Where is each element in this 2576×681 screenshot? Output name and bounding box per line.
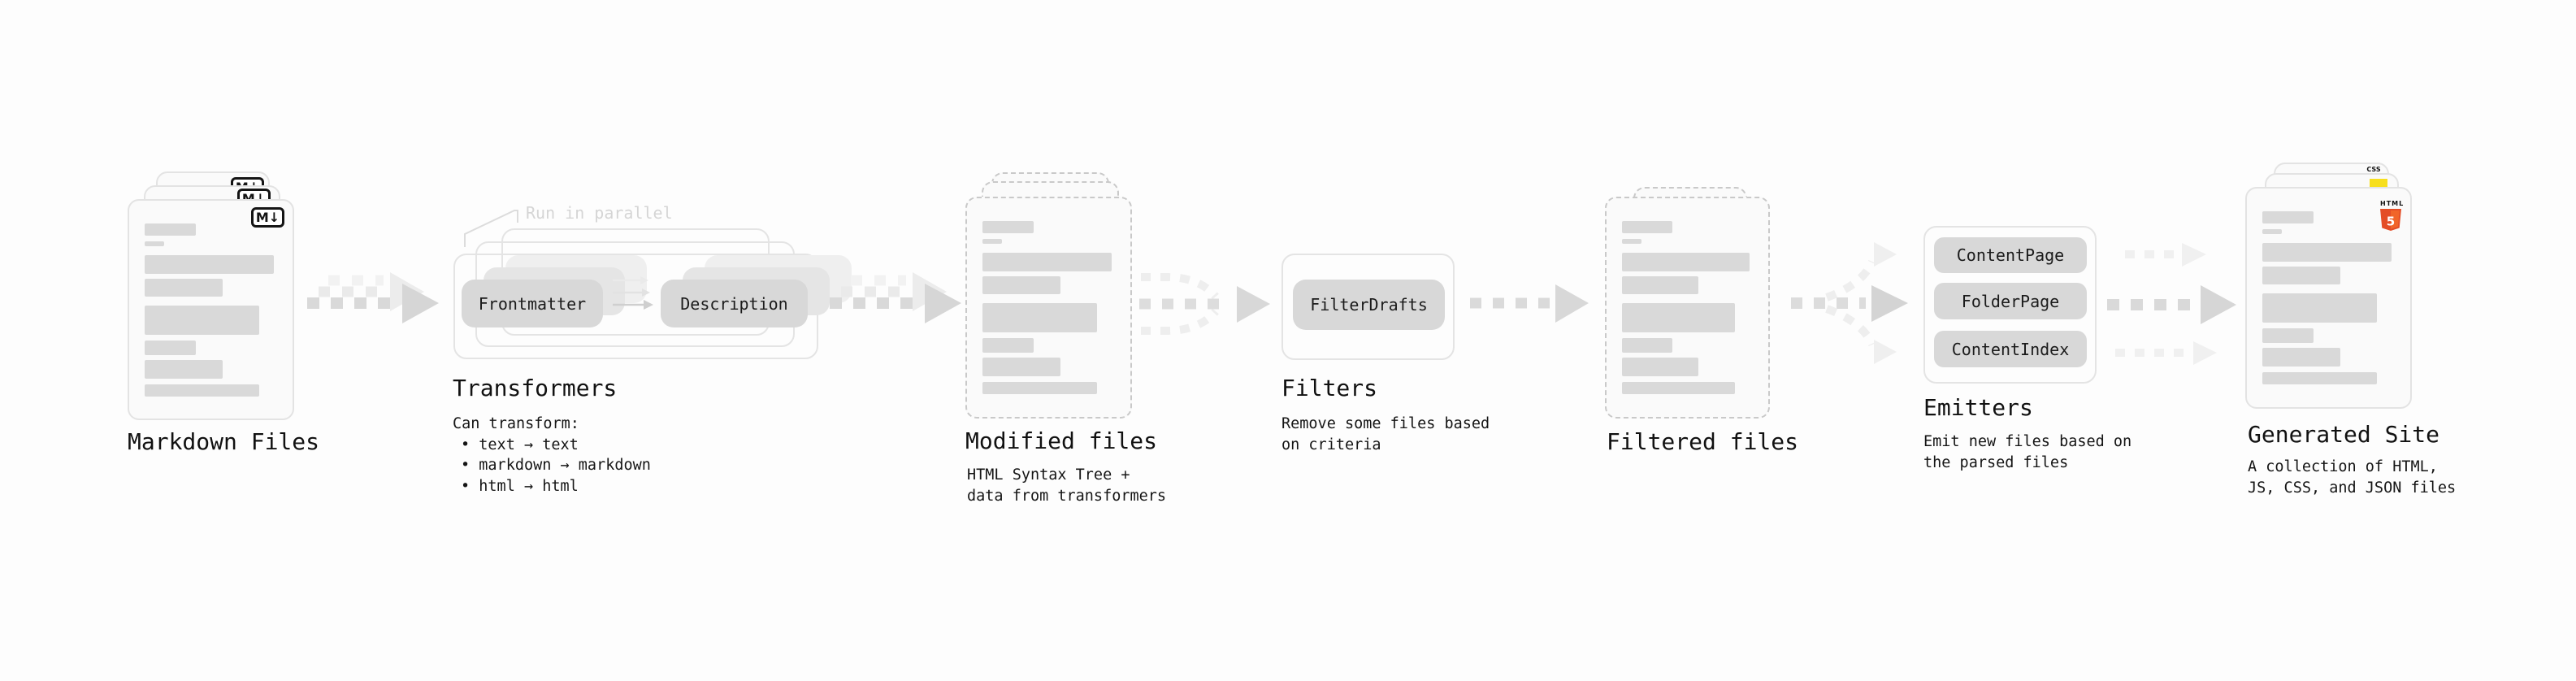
placeholder-bar: [145, 360, 223, 379]
node-description: Emit new files based on the parsed files: [1923, 433, 2132, 471]
placeholder-bar: [2262, 267, 2340, 284]
node-title: Modified files: [965, 427, 1158, 454]
transformer-description: Description: [661, 280, 808, 327]
svg-text:5: 5: [2387, 215, 2395, 229]
arrow-filters-to-filtered: [1470, 284, 1589, 323]
file-card-front: [1605, 197, 1770, 419]
node-title: Generated Site: [2248, 421, 2440, 448]
arrow-markdown-to-transformers: [307, 272, 439, 323]
placeholder-bar: [982, 239, 1003, 244]
html5-shield-icon: 5: [2380, 209, 2401, 231]
node-description: HTML Syntax Tree + data from transformer…: [967, 466, 1167, 505]
placeholder-bar: [982, 253, 1112, 271]
callout-line: [464, 210, 518, 247]
markdown-badge: M↓: [251, 207, 284, 228]
placeholder-bar: [982, 338, 1034, 353]
arrow-modified-to-filters: [1139, 273, 1270, 335]
file-card-front: HTML 5: [2245, 187, 2412, 409]
emitter-folderpage: FolderPage: [1934, 283, 2087, 319]
placeholder-bar: [1622, 338, 1673, 353]
document-skeleton: [1622, 221, 1752, 394]
placeholder-bar: [982, 221, 1034, 233]
placeholder-bar: [145, 340, 197, 355]
placeholder-bar: [1622, 303, 1736, 332]
document-skeleton: [2262, 211, 2394, 384]
node-title: Filters: [1281, 375, 1378, 401]
placeholder-bar: [1622, 382, 1736, 394]
placeholder-bar: [145, 384, 259, 397]
node-title: Transformers: [453, 375, 618, 401]
html5-badge: HTML 5: [2380, 193, 2403, 235]
placeholder-bar: [145, 279, 223, 297]
placeholder-bar: [1622, 239, 1641, 244]
placeholder-bar: [982, 303, 1097, 332]
file-card-front: [965, 197, 1132, 419]
js-badge: [2370, 179, 2387, 189]
transformer-frontmatter: Frontmatter: [462, 280, 603, 327]
placeholder-bar: [145, 223, 197, 236]
placeholder-bar: [2262, 211, 2314, 223]
placeholder-bar: [2262, 243, 2392, 262]
node-title: Emitters: [1923, 394, 2033, 421]
filters-box: [1281, 254, 1455, 360]
arrow-emitters-to-generated: [2107, 243, 2236, 365]
placeholder-bar: [2262, 372, 2377, 384]
document-skeleton: [145, 223, 276, 397]
placeholder-bar: [2262, 328, 2314, 343]
file-card-front: M↓: [128, 199, 294, 420]
node-description: Remove some files based on criteria: [1281, 415, 1490, 453]
placeholder-bar: [145, 241, 165, 246]
emitter-contentpage: ContentPage: [1934, 237, 2087, 273]
placeholder-bar: [2262, 229, 2283, 234]
placeholder-bar: [982, 382, 1097, 394]
node-description: A collection of HTML, JS, CSS, and JSON …: [2248, 458, 2457, 497]
parallel-arrows-icon: [613, 276, 653, 310]
filter-filterdrafts: FilterDrafts: [1293, 280, 1445, 330]
placeholder-bar: [145, 306, 259, 335]
placeholder-bar: [1622, 253, 1750, 271]
placeholder-bar: [982, 358, 1060, 376]
arrow-filtered-to-emitters: [1791, 242, 1908, 364]
document-skeleton: [982, 221, 1114, 394]
placeholder-bar: [1622, 276, 1699, 294]
placeholder-bar: [982, 276, 1060, 294]
placeholder-bar: [2262, 293, 2377, 323]
emitter-contentindex: ContentIndex: [1934, 331, 2087, 367]
placeholder-bar: [1622, 221, 1673, 233]
placeholder-bar: [2262, 348, 2340, 367]
placeholder-bar: [1622, 358, 1699, 376]
emitters-box: [1923, 226, 2097, 384]
node-title: Markdown Files: [128, 428, 320, 455]
node-title: Filtered files: [1607, 428, 1799, 455]
run-in-parallel-note: Run in parallel: [526, 203, 673, 223]
arrow-transformers-to-modified: [830, 272, 961, 323]
placeholder-bar: [145, 255, 274, 274]
node-description: Can transform: • text → text • markdown …: [453, 415, 651, 495]
